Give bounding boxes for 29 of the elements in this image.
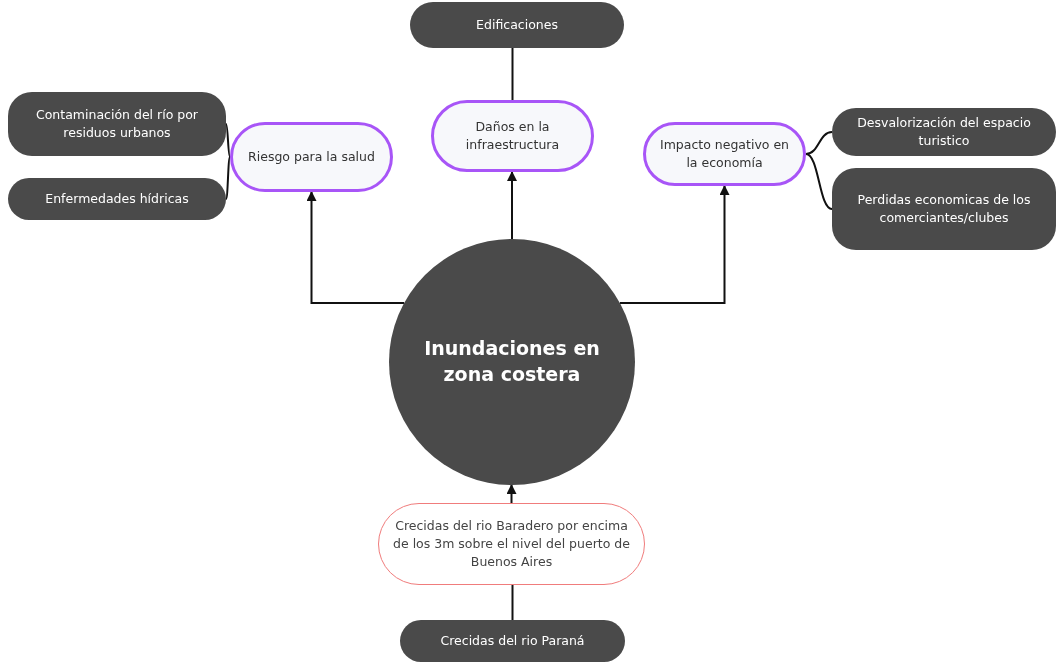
node-label: Daños en la infraestructura xyxy=(464,117,561,154)
node-label: Crecidas del rio Paraná xyxy=(440,631,585,650)
arrow xyxy=(507,171,517,240)
topic-pill xyxy=(410,2,624,48)
node-label: Perdidas economicas de los comerciantes/clubes xyxy=(856,190,1032,227)
node-label: Crecidas del rio Baradero por encima de los 3m sobre el nivel del puerto de Buenos Aires xyxy=(392,516,631,572)
topic-pill xyxy=(8,92,226,156)
connector-line xyxy=(511,47,514,101)
node-label: Enfermedades hídricas xyxy=(45,189,189,208)
effect-pill xyxy=(643,122,806,186)
node-label: Edificaciones xyxy=(476,15,558,34)
effect-pill xyxy=(230,122,393,192)
node-label: Desvalorización del espacio turistico xyxy=(856,113,1032,150)
topic-pill xyxy=(832,108,1056,156)
node-label: Inundaciones en zona costera xyxy=(423,336,601,387)
node-label: Riesgo para la salud xyxy=(248,147,375,166)
arrow xyxy=(618,185,730,304)
topic-pill xyxy=(400,620,625,662)
topic-pill xyxy=(8,178,226,220)
connector-line xyxy=(805,131,833,155)
arrow xyxy=(506,484,517,504)
connector-line xyxy=(511,584,514,621)
topic-pill xyxy=(832,168,1056,250)
connector-line xyxy=(805,153,833,210)
arrow xyxy=(306,191,406,304)
node-label: Impacto negativo en la economía xyxy=(658,135,791,172)
connector-line xyxy=(225,156,231,200)
connector-line xyxy=(225,123,231,158)
node-label: Contaminación del río por residuos urbanos xyxy=(35,105,199,142)
